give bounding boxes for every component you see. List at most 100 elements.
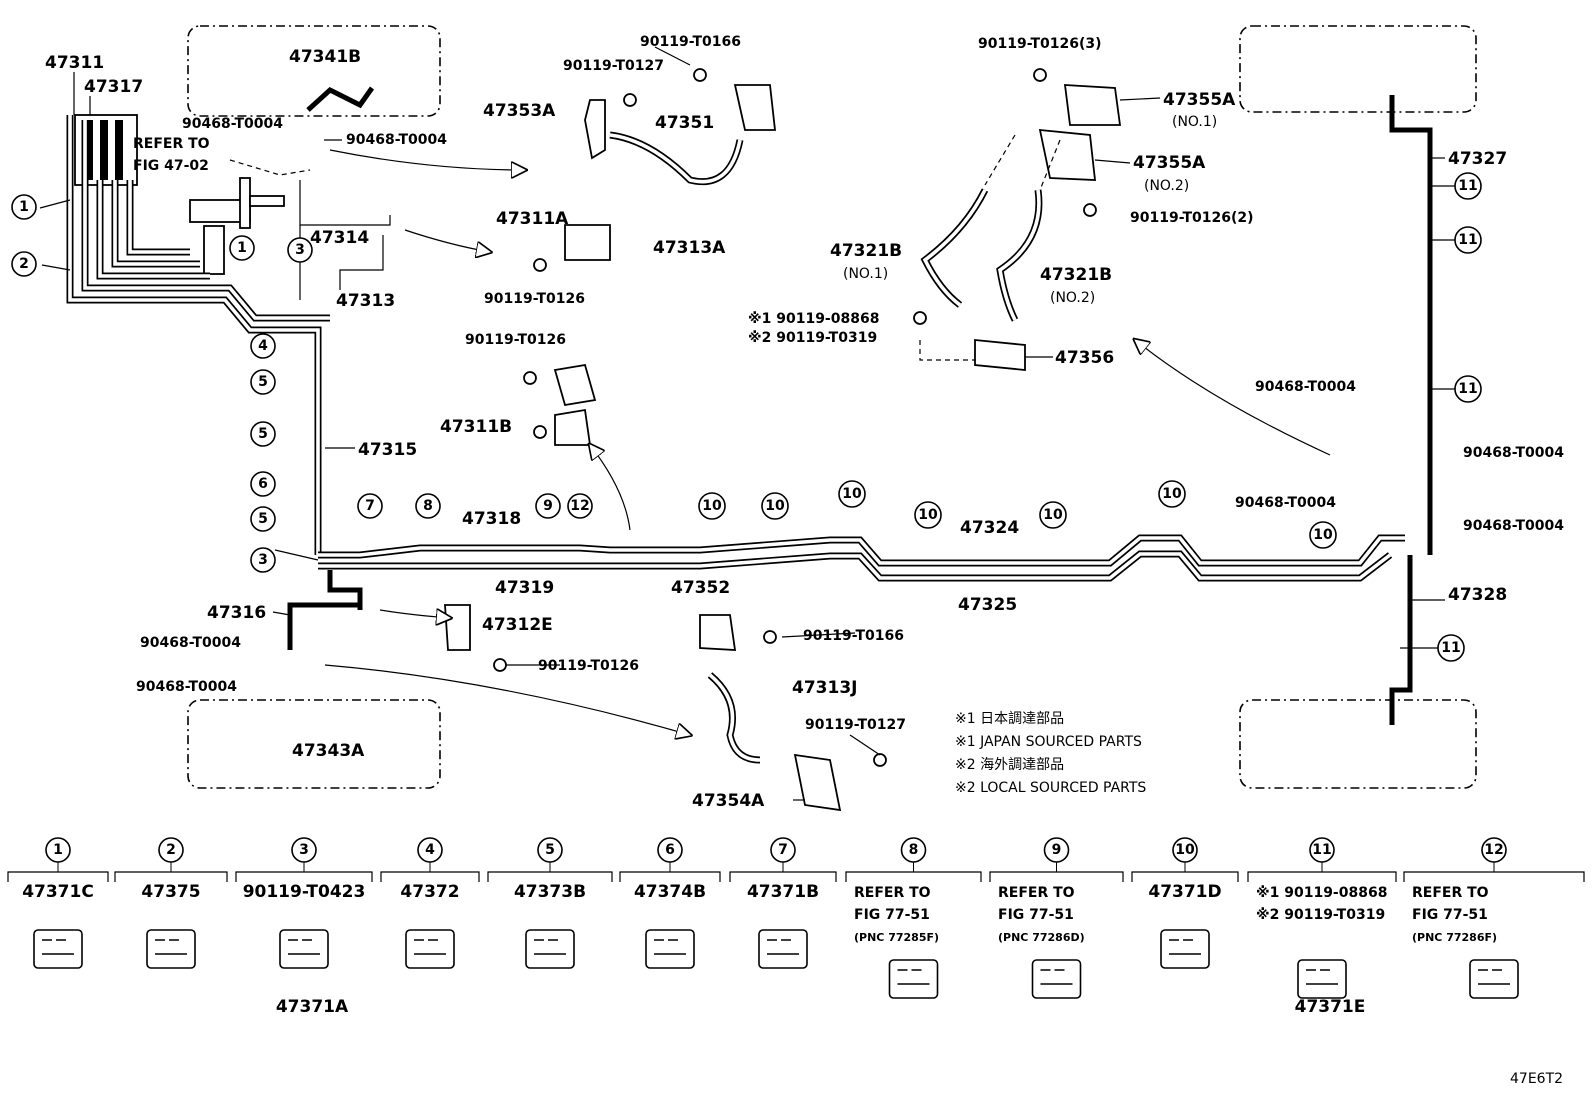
label-90119-T0127-top: 90119-T0127 [563, 58, 664, 74]
clamp-icon [1031, 959, 1082, 999]
svg-text:1: 1 [19, 199, 29, 215]
svg-text:1: 1 [237, 240, 247, 256]
legend-number: 12 [1484, 842, 1503, 858]
label-90468-e: 90468-T0004 [1255, 379, 1356, 395]
legend-text: 90119-T0423 [243, 882, 366, 902]
callout-10: 10 [1309, 521, 1337, 549]
label-90468-f: 90468-T0004 [1463, 445, 1564, 461]
label-47328: 47328 [1448, 585, 1507, 605]
label-no1-a: (NO.1) [1172, 114, 1217, 130]
callout-11: 11 [1437, 634, 1465, 662]
callout-5: 5 [250, 369, 276, 395]
label-90119-T0126-3: 90119-T0126(3) [978, 36, 1102, 52]
legend-bracket [235, 871, 373, 882]
label-47352: 47352 [671, 578, 730, 598]
label-90119-T0126-a: 90119-T0126 [484, 291, 585, 307]
callout-10: 10 [838, 480, 866, 508]
svg-text:5: 5 [258, 426, 268, 442]
legend-bracket [729, 871, 837, 882]
svg-text:6: 6 [258, 476, 268, 492]
legend-text: FIG 77-51 [1412, 907, 1488, 923]
legend-sub-part: 47371E [1295, 997, 1366, 1017]
legend-number: 5 [545, 842, 555, 858]
svg-text:10: 10 [702, 498, 722, 514]
svg-text:5: 5 [258, 511, 268, 527]
note-line-2: ※1 JAPAN SOURCED PARTS [955, 734, 1142, 750]
label-no2-b: (NO.2) [1050, 290, 1095, 306]
clamp-icon [758, 929, 808, 969]
label-47353A: 47353A [483, 101, 556, 121]
callout-7: 7 [357, 493, 383, 519]
clamp-legend: 147371C247375390119-T042347371A447372547… [7, 837, 1585, 1017]
legend-number: 9 [1052, 842, 1062, 858]
note-line-4: ※2 LOCAL SOURCED PARTS [955, 780, 1146, 796]
svg-text:4: 4 [258, 338, 268, 354]
label-47341B: 47341B [289, 47, 361, 67]
label-90468-g: 90468-T0004 [1235, 495, 1336, 511]
legend-bracket [989, 871, 1124, 882]
callout-2: 2 [11, 251, 37, 277]
legend-text: 47375 [141, 882, 200, 902]
note-line-3: ※2 海外調達部品 [955, 757, 1064, 773]
callout-5: 5 [250, 506, 276, 532]
label-47343A: 47343A [292, 741, 365, 761]
note-line-1: ※1 日本調達部品 [955, 711, 1064, 727]
label-47311B: 47311B [440, 417, 512, 437]
clamp-icon [279, 929, 329, 969]
label-47316: 47316 [207, 603, 266, 623]
label-47351: 47351 [655, 113, 714, 133]
label-90468-a: 90468-T0004 [182, 116, 283, 132]
label-47324: 47324 [960, 518, 1019, 538]
callout-3: 3 [250, 547, 276, 573]
svg-text:9: 9 [543, 498, 553, 514]
svg-text:8: 8 [423, 498, 433, 514]
legend-text: 47374B [634, 882, 706, 902]
label-47311: 47311 [45, 53, 104, 73]
legend-text: FIG 77-51 [854, 907, 930, 923]
legend-text: REFER TO [1412, 885, 1489, 901]
refer-fig-47-line2: FIG 47-02 [133, 158, 209, 174]
legend-text: ※1 90119-08868 [1256, 885, 1387, 901]
label-47313: 47313 [336, 291, 395, 311]
legend-number: 8 [909, 842, 919, 858]
callout-10: 10 [698, 492, 726, 520]
label-90468-c: 90468-T0004 [140, 635, 241, 651]
callout-10: 10 [914, 501, 942, 529]
label-47327: 47327 [1448, 149, 1507, 169]
label-47311A: 47311A [496, 209, 569, 229]
legend-number: 11 [1312, 842, 1331, 858]
label-47319: 47319 [495, 578, 554, 598]
legend-bracket [1403, 871, 1585, 882]
label-90468-h: 90468-T0004 [1463, 518, 1564, 534]
label-90119-T0126-b: 90119-T0126 [465, 332, 566, 348]
callout-1: 1 [229, 235, 255, 261]
main-tubes [287, 86, 1433, 725]
label-90468-b: 90468-T0004 [346, 132, 447, 148]
callout-10: 10 [1158, 480, 1186, 508]
frame-bottom-left [187, 699, 441, 789]
clamp-icon [33, 929, 83, 969]
legend-text: (PNC 77286D) [998, 931, 1085, 944]
label-47312E: 47312E [482, 615, 553, 635]
callout-9: 9 [535, 493, 561, 519]
label-47355A-2: 47355A [1133, 153, 1206, 173]
svg-text:3: 3 [258, 552, 268, 568]
svg-text:10: 10 [1043, 507, 1063, 523]
label-90119-T0126-e: 90119-T0126 [538, 658, 639, 674]
clamp-icon [1297, 959, 1347, 999]
svg-text:11: 11 [1458, 178, 1477, 194]
label-47325: 47325 [958, 595, 1017, 615]
label-47317: 47317 [84, 77, 143, 97]
legend-bracket [380, 871, 480, 882]
svg-text:10: 10 [918, 507, 938, 523]
label-90119-T0166-top: 90119-T0166 [640, 34, 741, 50]
frame-top-right [1239, 25, 1477, 113]
clamp-icon [1160, 929, 1210, 969]
callout-11: 11 [1454, 375, 1482, 403]
